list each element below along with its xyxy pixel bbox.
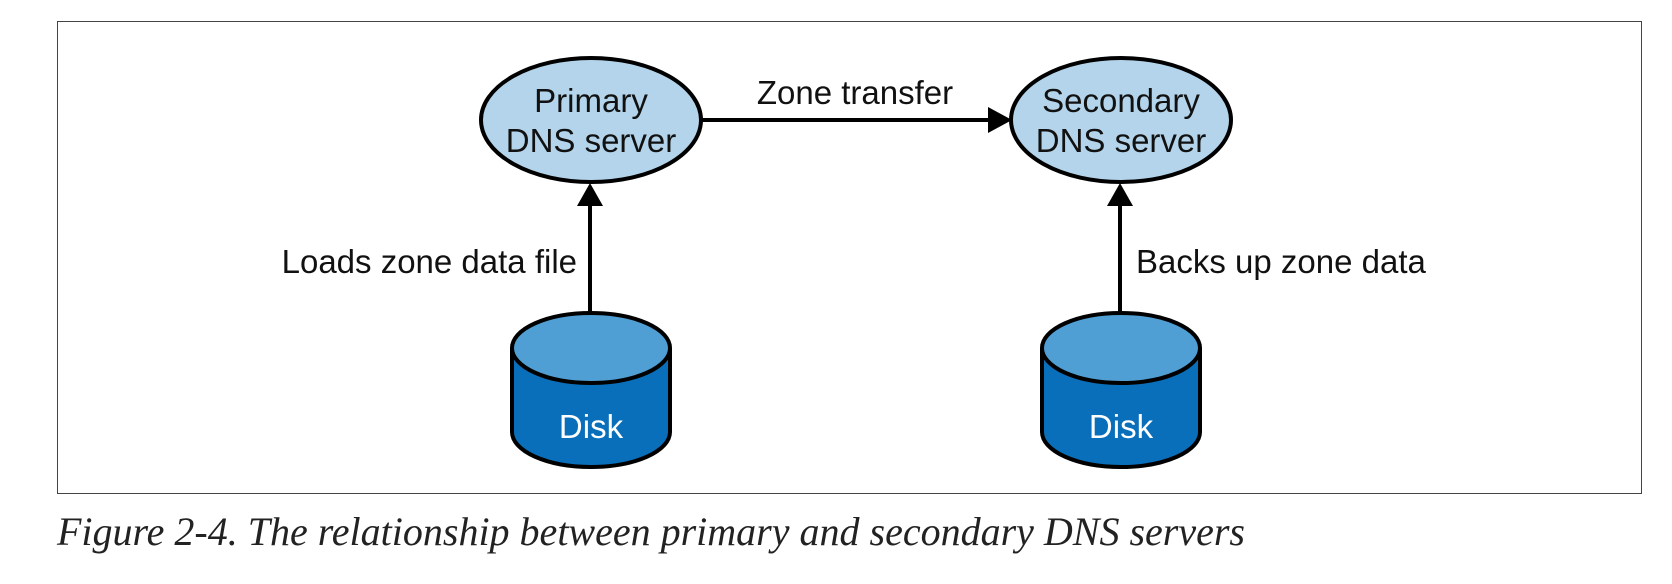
secondary-disk-label: Disk <box>1089 408 1154 445</box>
backs-up-edge: Backs up zone data <box>1107 183 1427 318</box>
secondary-disk-top <box>1040 311 1202 385</box>
primary-server-label-line1: Primary <box>534 82 648 119</box>
primary-disk-label: Disk <box>559 408 624 445</box>
loads-zone-data-edge: Loads zone data file <box>282 183 603 318</box>
figure-frame <box>57 21 1642 494</box>
primary-disk-node: Disk <box>510 311 672 469</box>
primary-dns-server-node: Primary DNS server <box>479 56 703 184</box>
secondary-dns-server-node: Secondary DNS server <box>1009 56 1233 184</box>
zone-transfer-edge: Zone transfer <box>702 74 1012 133</box>
loads-label: Loads zone data file <box>282 243 577 280</box>
primary-server-ellipse <box>479 56 703 184</box>
figure-caption: Figure 2-4. The relationship between pri… <box>57 509 1245 554</box>
secondary-server-label-line1: Secondary <box>1042 82 1200 119</box>
secondary-disk-node: Disk <box>1040 311 1202 469</box>
backs-up-label: Backs up zone data <box>1136 243 1427 280</box>
zone-transfer-arrowhead <box>988 107 1012 133</box>
loads-arrowhead <box>577 183 603 206</box>
primary-server-label-line2: DNS server <box>506 122 677 159</box>
primary-disk-top <box>510 311 672 385</box>
secondary-server-label-line2: DNS server <box>1036 122 1207 159</box>
backs-up-arrowhead <box>1107 183 1133 206</box>
secondary-server-ellipse <box>1009 56 1233 184</box>
zone-transfer-label: Zone transfer <box>757 74 953 111</box>
